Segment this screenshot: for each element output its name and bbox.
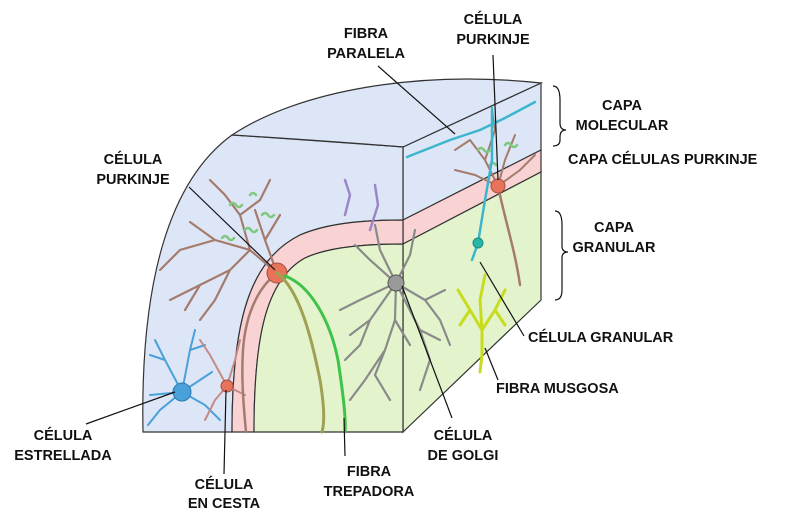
label-celula-estrellada-line1: CÉLULA — [34, 427, 93, 444]
label-capa-molecular-line1: CAPA — [602, 98, 643, 114]
label-fibra-paralela-line2: PARALELA — [327, 46, 405, 62]
label-fibra-paralela-line1: FIBRA — [344, 26, 389, 42]
label-celula-golgi: CÉLULA DE GOLGI — [428, 427, 499, 464]
label-celula-purkinje-left: CÉLULA PURKINJE — [96, 151, 170, 188]
label-celula-en-cesta-line1: CÉLULA — [195, 476, 254, 493]
label-celula-purkinje-left-line1: CÉLULA — [104, 151, 163, 168]
label-celula-granular: CÉLULA GRANULAR — [528, 329, 674, 346]
label-capa-granular: CAPA GRANULAR — [573, 220, 656, 256]
label-capa-granular-line2: GRANULAR — [573, 240, 656, 256]
label-celula-purkinje-top: CÉLULA PURKINJE — [456, 11, 530, 48]
label-capa-molecular: CAPA MOLECULAR — [576, 98, 669, 134]
label-celula-estrellada: CÉLULA ESTRELLADA — [14, 427, 112, 464]
label-fibra-trepadora-line2: TREPADORA — [324, 484, 415, 500]
label-capa-granular-line1: CAPA — [594, 220, 635, 236]
label-celula-en-cesta: CÉLULA EN CESTA — [188, 476, 261, 511]
label-capa-molecular-line2: MOLECULAR — [576, 118, 669, 134]
label-fibra-paralela: FIBRA PARALELA — [327, 26, 405, 62]
label-celula-purkinje-top-line2: PURKINJE — [456, 32, 530, 48]
label-celula-estrellada-line2: ESTRELLADA — [14, 448, 112, 464]
label-celula-golgi-line1: CÉLULA — [434, 427, 493, 444]
label-celula-en-cesta-line2: EN CESTA — [188, 496, 261, 511]
label-fibra-musgosa: FIBRA MUSGOSA — [496, 381, 619, 397]
label-capa-celulas-purkinje: CAPA CÉLULAS PURKINJE — [568, 151, 758, 168]
label-fibra-trepadora-line1: FIBRA — [347, 464, 392, 480]
label-celula-golgi-line2: DE GOLGI — [428, 448, 499, 464]
label-fibra-trepadora: FIBRA TREPADORA — [324, 464, 415, 500]
label-celula-purkinje-left-line2: PURKINJE — [96, 172, 170, 188]
label-celula-purkinje-top-line1: CÉLULA — [464, 11, 523, 28]
